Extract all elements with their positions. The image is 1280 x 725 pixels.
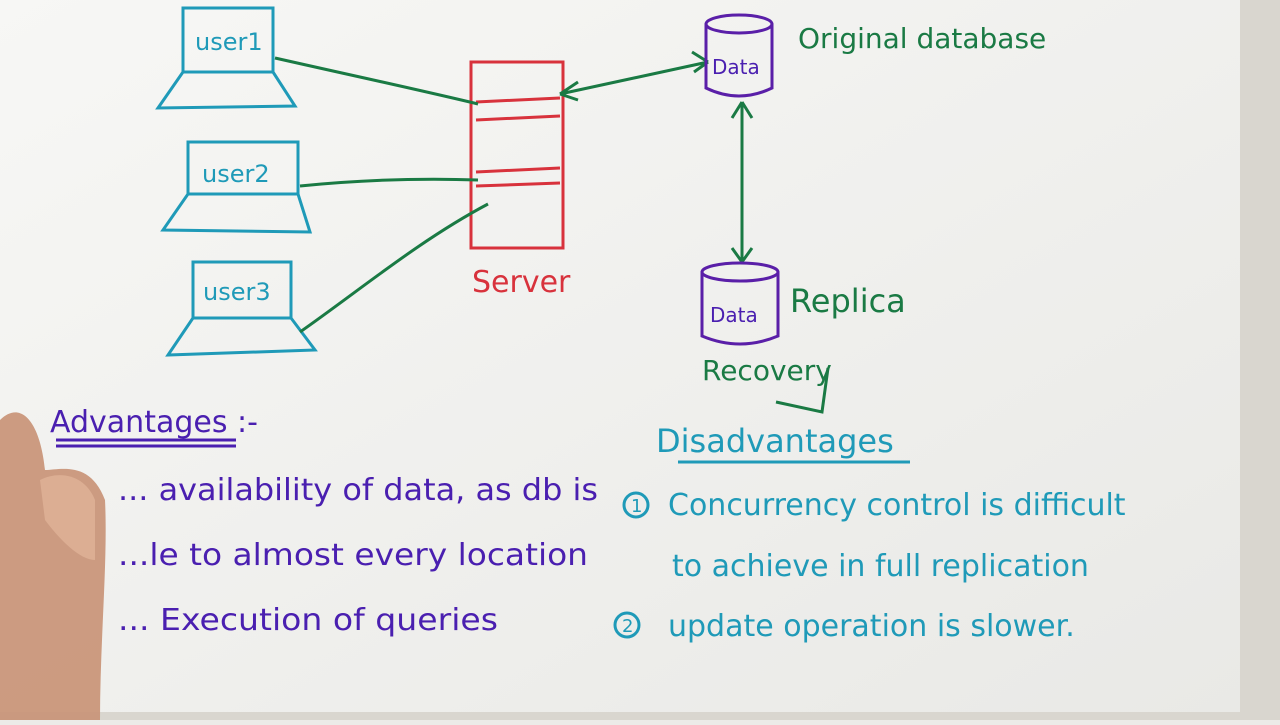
user1-laptop: [155, 6, 298, 110]
replica-db-note: Recovery: [702, 354, 832, 387]
disadvantage-1-line-1: Concurrency control is difficult: [668, 488, 1126, 523]
replica-database-icon: [700, 261, 780, 346]
server-label: Server: [472, 265, 571, 300]
connection-lines: [274, 50, 830, 414]
advantage-line-1: ... availability of data, as db is: [118, 473, 598, 508]
item-1-circle: [622, 491, 650, 519]
disadvantage-1-line-2: to achieve in full replication: [672, 549, 1089, 584]
server-rack: [469, 60, 565, 250]
item-2-circle: [613, 611, 641, 639]
replica-db-caption: Replica: [790, 282, 906, 320]
advantage-line-3: ... Execution of queries: [118, 603, 498, 638]
paper-sheet: [0, 0, 1240, 712]
replica-db-label: Data: [710, 303, 758, 327]
original-database-icon: [704, 13, 774, 98]
original-db-caption: Original database: [798, 22, 1046, 55]
original-db-label: Data: [712, 55, 760, 79]
user2-label: user2: [202, 160, 270, 188]
user1-label: user1: [195, 28, 263, 56]
item-2-number: 2: [622, 616, 633, 637]
advantages-heading: Advantages :-: [50, 405, 258, 440]
presenter-hand: [0, 412, 106, 720]
disadvantage-2-line-1: update operation is slower.: [668, 609, 1075, 644]
item-1-number: 1: [631, 496, 642, 517]
user3-label: user3: [203, 278, 271, 306]
user2-laptop: [160, 140, 313, 234]
advantage-line-2: ...le to almost every location: [118, 538, 588, 573]
disadvantages-heading: Disadvantages: [656, 422, 894, 460]
user3-laptop: [165, 260, 318, 357]
